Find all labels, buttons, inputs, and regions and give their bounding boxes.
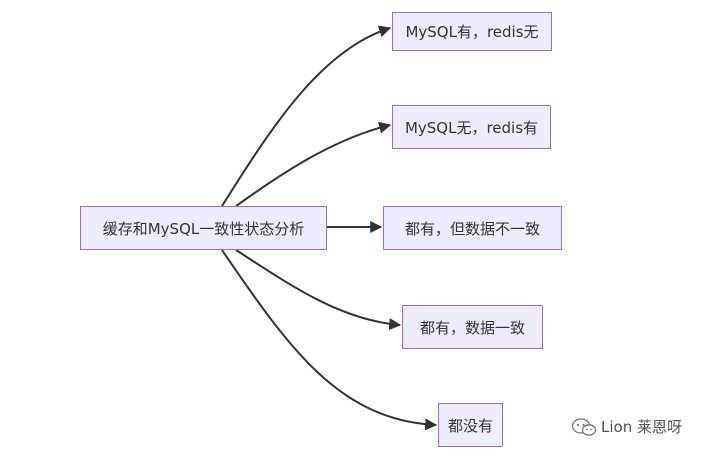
edge-to-branch-5: [221, 249, 438, 431]
edge-to-branch-1: [221, 25, 392, 207]
watermark: Lion 莱恩呀: [571, 416, 682, 437]
watermark-text: Lion 莱恩呀: [601, 418, 682, 436]
root-node: 缓存和MySQL一致性状态分析: [80, 206, 327, 250]
wechat-icon: [571, 417, 597, 436]
branch-node-mysql-has-redis-missing: MySQL有，redis无: [392, 12, 552, 51]
branch-node-neither: 都没有: [438, 403, 503, 447]
edge-to-branch-4: [235, 249, 402, 331]
branch-node-mysql-missing-redis-has: MySQL无，redis有: [392, 105, 551, 149]
edge-to-branch-2: [235, 121, 392, 207]
branch-node-both-consistent: 都有，数据一致: [402, 305, 543, 349]
branch-node-both-inconsistent: 都有，但数据不一致: [383, 206, 562, 250]
